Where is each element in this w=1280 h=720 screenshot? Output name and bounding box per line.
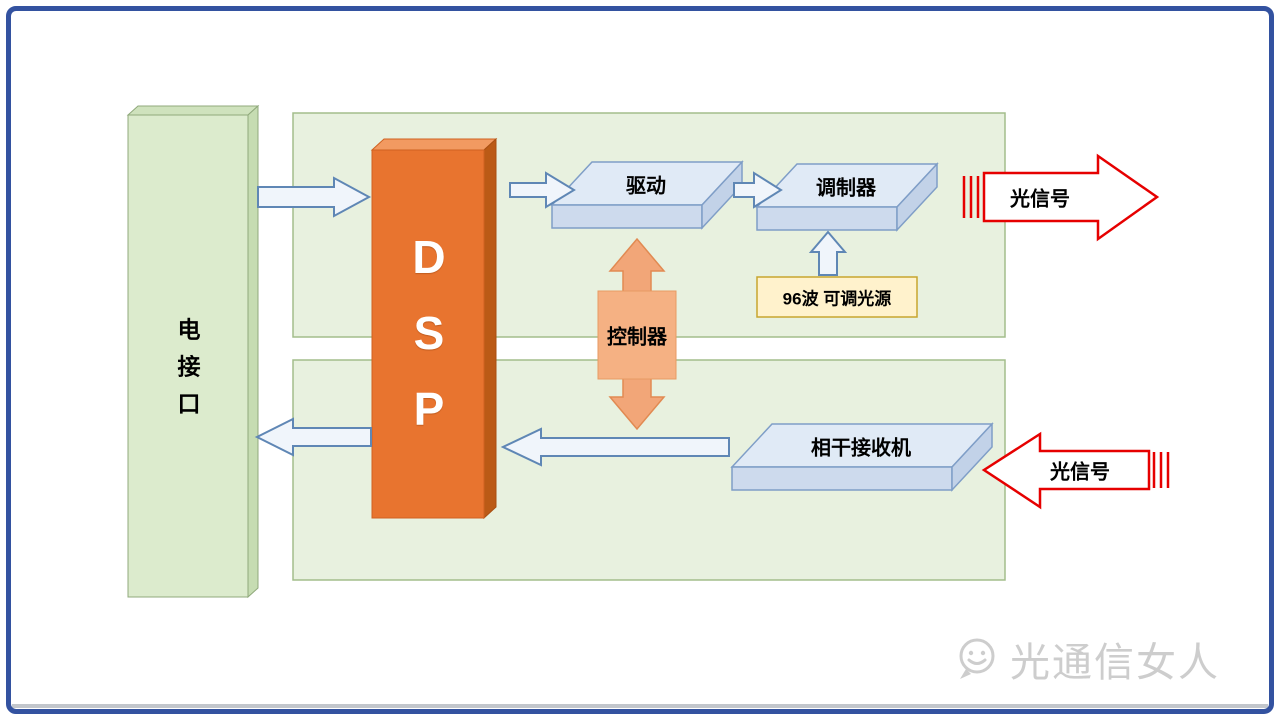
arrow-dsp-to-elec (254, 417, 372, 457)
modulator-label: 调制器 (816, 177, 876, 200)
elec-char: 口 (177, 390, 201, 417)
bottom-divider (12, 704, 1268, 708)
electrical-interface-top-face (126, 105, 260, 116)
arrow-receiver-to-dsp (500, 427, 730, 467)
controller-label: 控制器 (607, 326, 667, 349)
tunable-source-box (756, 276, 918, 318)
driver-slab (550, 160, 744, 230)
dsp-letter: S (413, 307, 445, 359)
elec-char: 接 (177, 353, 201, 380)
elec-char: 电 (177, 316, 201, 343)
dsp-side-face (483, 137, 497, 520)
dsp-front-face (371, 149, 485, 519)
electrical-interface-label: 电 接 口 (177, 316, 201, 417)
arrow-driver-to-modulator (733, 171, 783, 209)
arrow-dsp-to-driver (509, 171, 576, 209)
dsp-letter: P (413, 383, 445, 435)
electrical-interface-box (126, 104, 260, 599)
optical-signal-in-label: 光信号 (1050, 461, 1110, 484)
dsp-box (370, 137, 498, 520)
fiber-stripes-in (1152, 452, 1170, 488)
controller-box (597, 290, 677, 380)
tunable-source-label: 96波 可调光源 (782, 289, 892, 309)
dsp-label: D S P (412, 234, 445, 432)
coherent-receiver-slab (730, 422, 994, 492)
modulator-slab (755, 162, 939, 232)
fiber-stripes-out (962, 176, 980, 218)
dsp-letter: D (412, 231, 446, 283)
optical-signal-out-arrow (982, 153, 1160, 242)
watermark: 光通信女人 (950, 630, 1220, 688)
electrical-interface-side-face (247, 104, 259, 599)
optical-signal-in-arrow (981, 431, 1151, 510)
wechat-logo-icon (959, 638, 995, 679)
driver-label: 驱动 (626, 175, 666, 198)
coherent-receiver-label: 相干接收机 (811, 437, 911, 460)
dsp-top-face (370, 138, 498, 151)
arrow-source-to-modulator (808, 230, 848, 276)
arrow-elec-to-dsp (257, 176, 372, 218)
electrical-interface-front-face (127, 114, 249, 598)
optical-signal-out-label: 光信号 (1010, 188, 1070, 211)
watermark-text: 光通信女人 (1010, 641, 1220, 685)
